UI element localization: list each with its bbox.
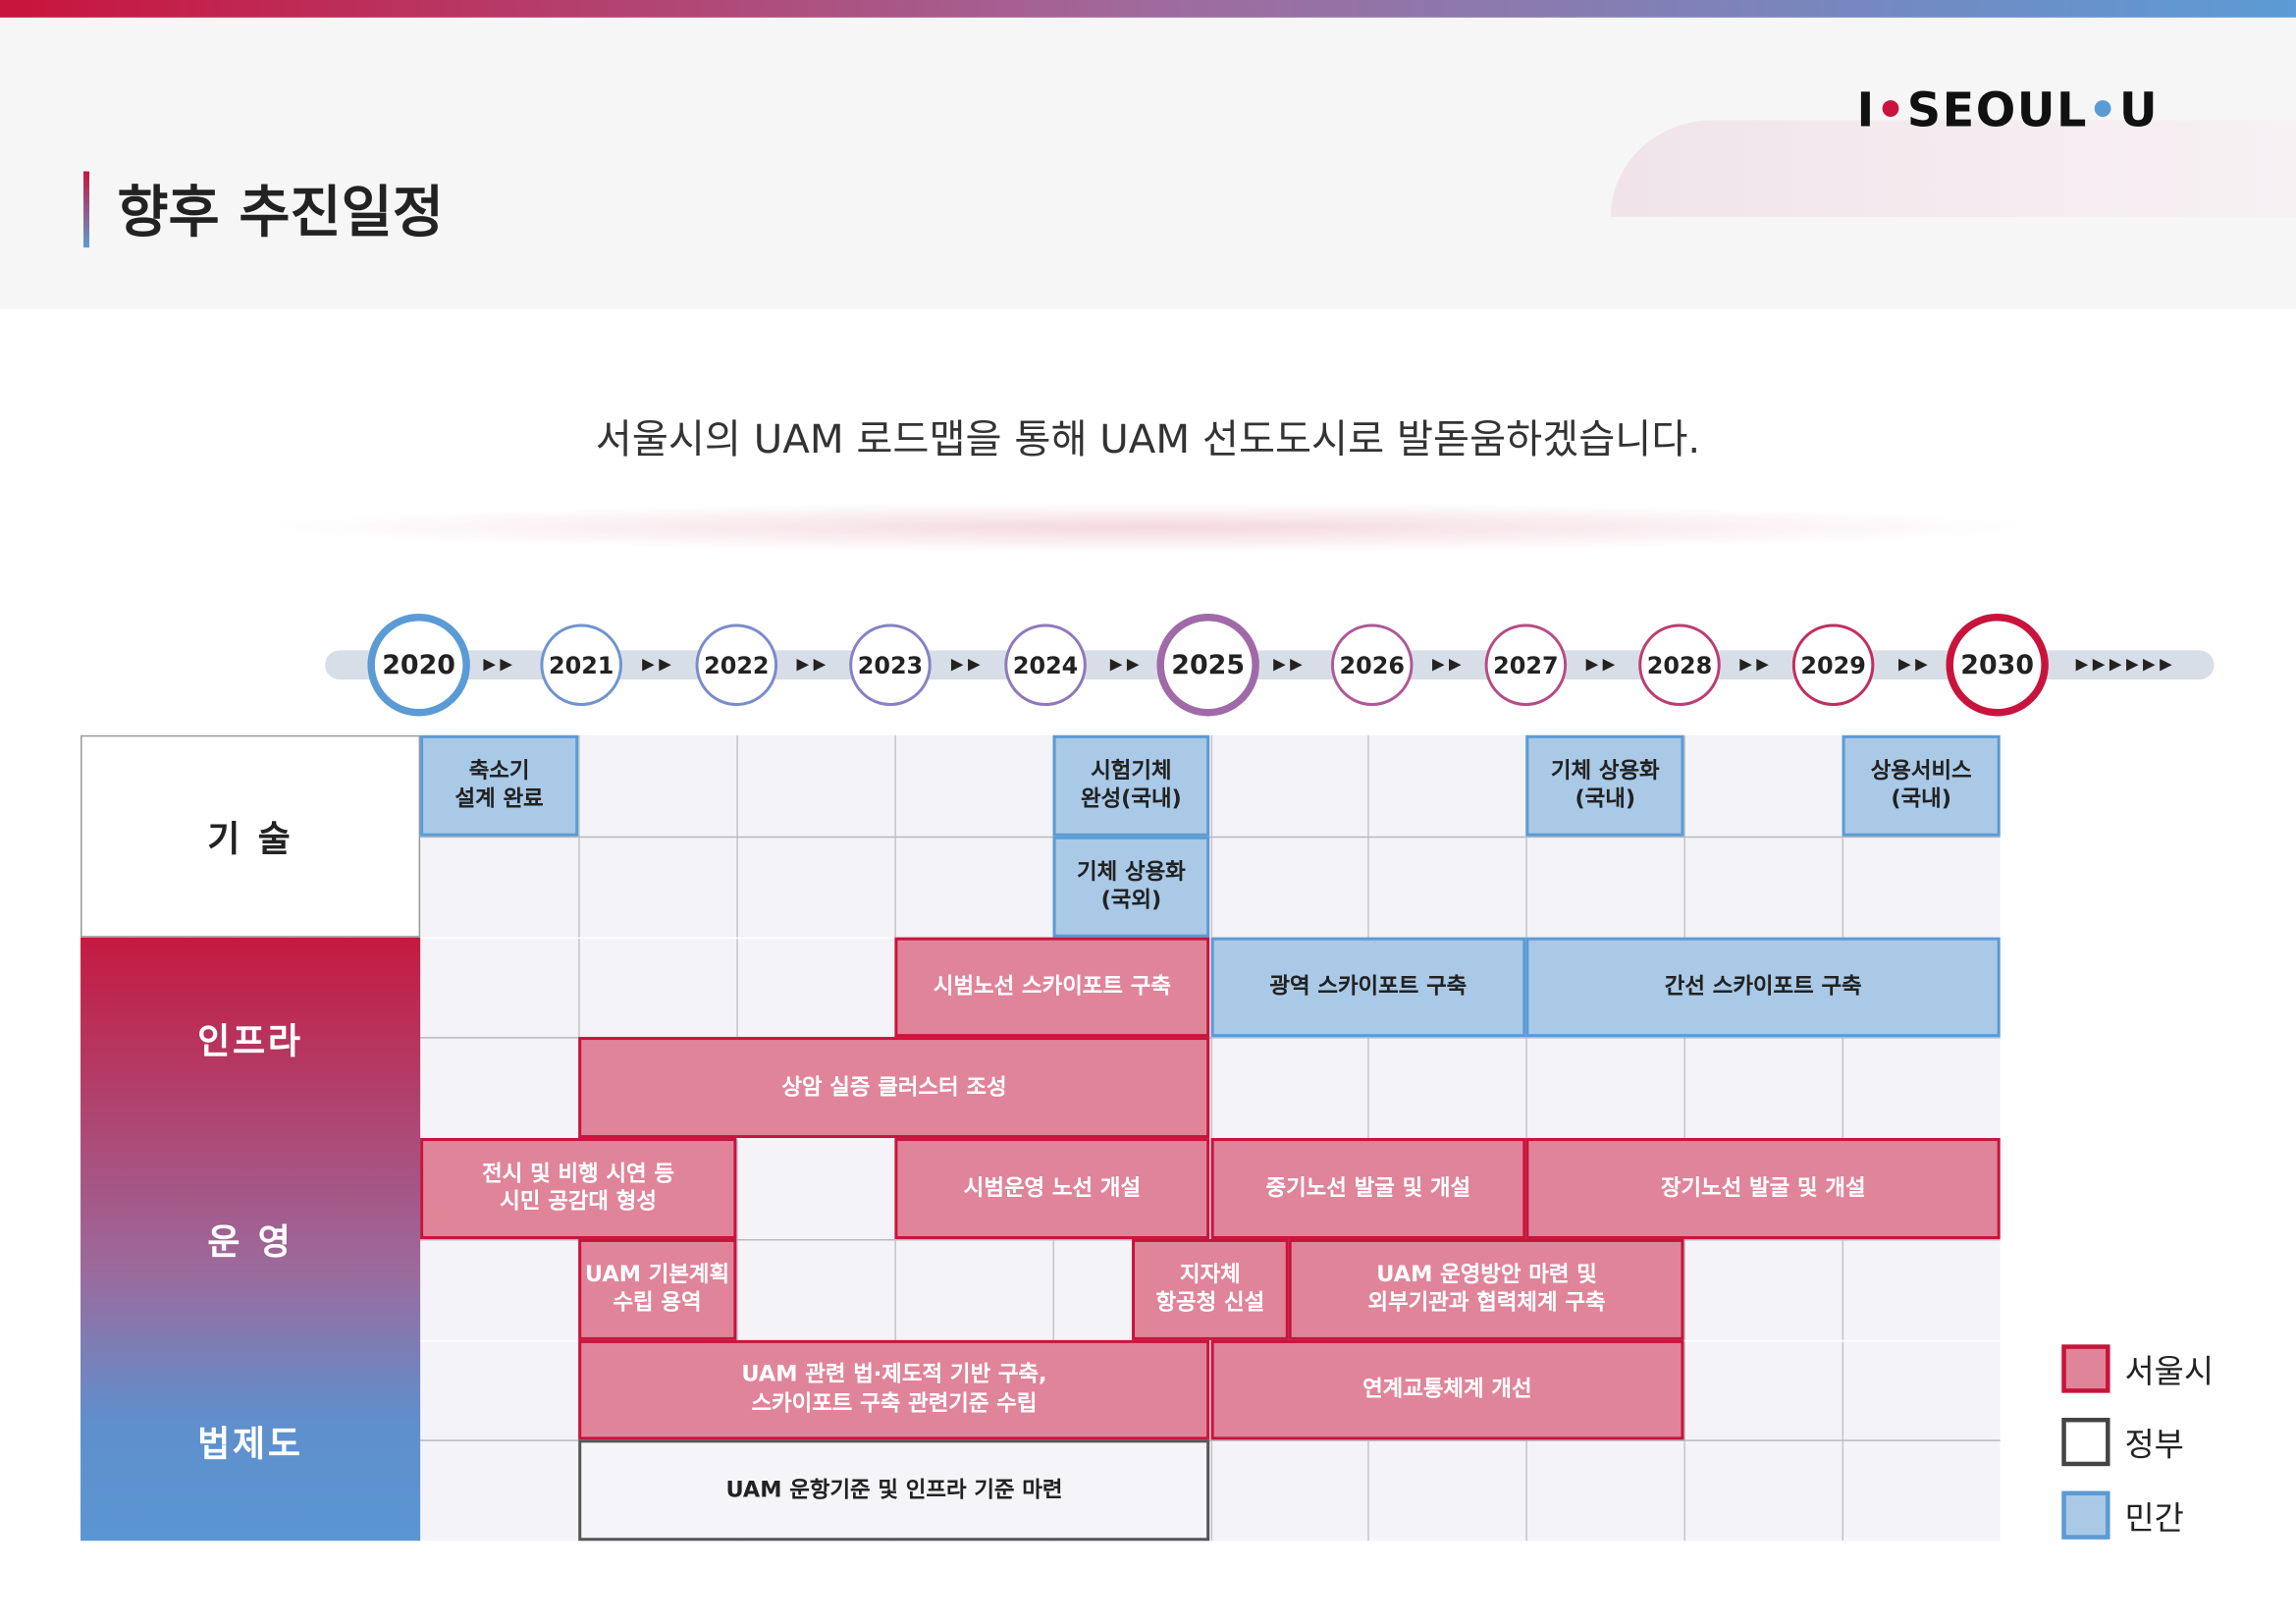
legend-swatch-private (2061, 1490, 2110, 1540)
category-0: 기 술 (80, 734, 421, 937)
year-marker-2024: 2024 (1004, 623, 1087, 706)
timeline-arrows: ▶▶ (1109, 654, 1144, 675)
timeline-bar (325, 650, 2215, 680)
task-block: 연계교통체계 개선 (1209, 1339, 1684, 1440)
task-block: 시험기체 완성(국내) (1051, 734, 1210, 837)
task-block: UAM 운영방안 마련 및 외부기관과 협력체계 구축 (1289, 1238, 1684, 1340)
category-3: 법제도 (197, 1423, 303, 1465)
year-marker-2020: 2020 (367, 614, 470, 717)
task-block: 전시 및 비행 시연 등 시민 공감대 형성 (420, 1138, 737, 1239)
legend-label: 민간 (2124, 1500, 2184, 1538)
grid-hline (420, 836, 2001, 838)
task-block: UAM 관련 법·제도적 기반 구축, 스카이포트 구축 관련기준 수립 (578, 1339, 1210, 1440)
legend-item-gov: 정부 (2061, 1417, 2184, 1467)
task-block: 중기노선 발굴 및 개설 (1209, 1138, 1526, 1239)
task-block: 상암 실증 클러스터 조성 (578, 1037, 1210, 1139)
task-block: 축소기 설계 완료 (420, 734, 579, 837)
legend-label: 정부 (2124, 1427, 2184, 1464)
legend-item-private: 민간 (2061, 1490, 2184, 1540)
year-marker-2027: 2027 (1484, 623, 1568, 706)
task-block: 시범운영 노선 개설 (893, 1138, 1210, 1239)
grid-hline (420, 1037, 2001, 1039)
timeline-arrows: ▶▶ (1739, 654, 1774, 675)
task-block: UAM 기본계획 수립 용역 (578, 1238, 736, 1340)
timeline-arrows: ▶▶ (642, 654, 676, 675)
category-2: 운 영 (207, 1221, 294, 1264)
header-wave-decoration (1610, 120, 2296, 217)
task-block: 시범노선 스카이포트 구축 (893, 936, 1210, 1038)
year-marker-2025: 2025 (1156, 614, 1259, 717)
category-gradient (80, 937, 421, 1542)
task-block: 기체 상용화 (국내) (1525, 734, 1684, 837)
timeline-arrows: ▶▶ (796, 654, 830, 675)
task-block: 상용서비스 (국내) (1842, 734, 2001, 837)
timeline-arrows: ▶▶ (950, 654, 986, 675)
subtitle: 서울시의 UAM 로드맵을 통해 UAM 선도도시로 발돋움하겠습니다. (595, 417, 1701, 463)
page-title: 향후 추진일정 (117, 180, 444, 245)
year-marker-2028: 2028 (1638, 623, 1721, 706)
year-marker-2023: 2023 (849, 623, 932, 706)
task-block: 장기노선 발굴 및 개설 (1525, 1138, 2001, 1239)
grid-hline (420, 1439, 2001, 1442)
seoul-logo: I•SEOUL•U (1856, 81, 2160, 138)
task-block: 기체 상용화 (국외) (1051, 836, 1210, 937)
title-accent-bar (83, 171, 89, 248)
subtitle-glow (248, 502, 2051, 553)
legend-item-seoul: 서울시 (2061, 1344, 2215, 1393)
legend-label: 서울시 (2124, 1354, 2215, 1391)
category-1: 인프라 (197, 1020, 303, 1062)
top-gradient-bar (0, 0, 2296, 18)
year-marker-2026: 2026 (1330, 623, 1414, 706)
timeline-arrows: ▶▶ (1898, 654, 1933, 675)
timeline-arrows: ▶▶ (1431, 654, 1467, 675)
year-marker-2030: 2030 (1946, 614, 2049, 717)
year-marker-2029: 2029 (1791, 623, 1875, 706)
year-marker-2022: 2022 (695, 623, 778, 706)
timeline-arrows: ▶▶ (1273, 654, 1308, 675)
timeline-arrows: ▶▶ (483, 654, 517, 675)
header (0, 17, 2296, 309)
task-block: 지자체 항공청 신설 (1131, 1238, 1290, 1340)
timeline-arrows: ▶▶▶▶▶▶ (2075, 654, 2177, 675)
legend-swatch-seoul (2061, 1344, 2110, 1393)
task-block: UAM 운항기준 및 인프라 기준 마련 (578, 1439, 1210, 1542)
task-block: 광역 스카이포트 구축 (1209, 936, 1526, 1038)
legend-swatch-gov (2061, 1417, 2110, 1467)
timeline-arrows: ▶▶ (1585, 654, 1620, 675)
year-marker-2021: 2021 (540, 623, 622, 706)
task-block: 간선 스카이포트 구축 (1525, 936, 2001, 1038)
